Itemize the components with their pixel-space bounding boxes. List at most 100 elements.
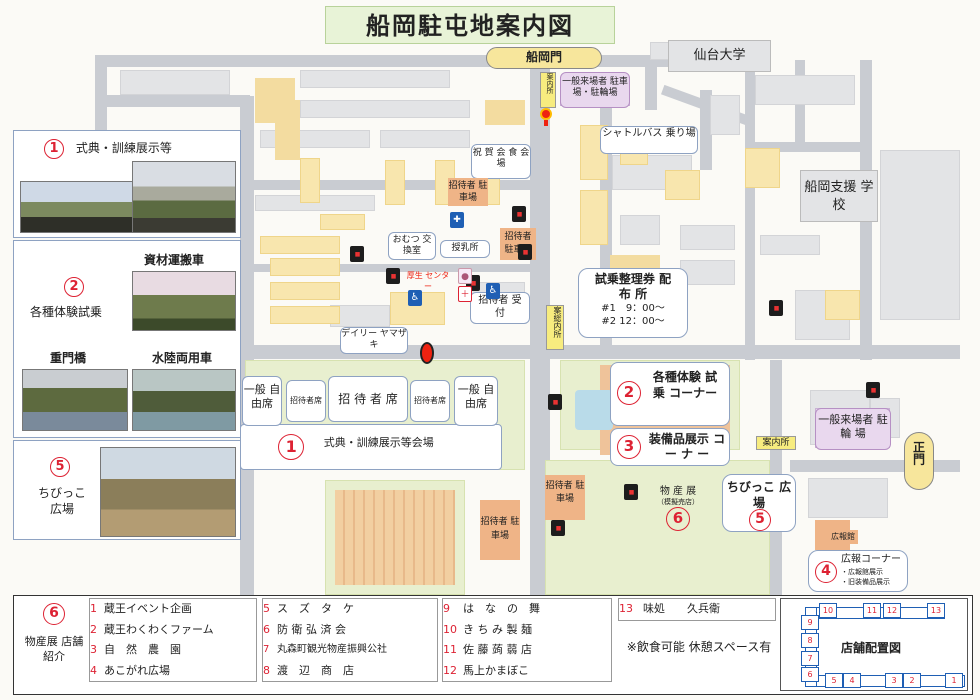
page-title: 船岡駐屯地案内図 — [325, 6, 615, 44]
panel-ceremony: 1 式典・訓練展示等 — [13, 130, 241, 238]
kids-plaza-photo — [100, 447, 236, 537]
ceremony-number: 1 — [278, 434, 305, 460]
ceremony-photo-1 — [20, 181, 140, 233]
panel-ceremony-label: 式典・訓練展示等 — [75, 141, 172, 155]
shop-note: ※飲食可能 休憩スペース有 — [626, 640, 772, 654]
equipment-corner: 3 装備品展示 コ ー ナ ー — [610, 428, 730, 466]
visitor-parking-east-text: 一般来場者 駐 輪 場 — [818, 413, 888, 440]
shop-num: 10 — [443, 622, 457, 636]
shop-name: は な の 舞 — [463, 602, 540, 615]
amphibious-vehicle-photo — [132, 369, 236, 431]
seat-guest-main: 招 待 者 席 — [328, 376, 408, 422]
store-slot-5: 5 — [825, 673, 843, 688]
kids-plaza: ちびっこ 広 場 5 — [722, 474, 804, 532]
guest-parking-4-text: 招待者 駐車場 — [480, 517, 520, 541]
shop-num: 3 — [90, 643, 97, 656]
panel-ceremony-number: 1 — [44, 139, 64, 159]
shop-num: 7 — [263, 644, 270, 655]
panel-ride-cap3: 水陸両用車 — [152, 351, 213, 365]
sendai-univ-label: 仙台大学 — [668, 40, 771, 72]
panel-ride-number: 2 — [64, 277, 84, 297]
shop-section-label: 物産展 店舗紹介 — [24, 635, 84, 663]
pr-corner-sub1: ・広報館展示 — [841, 568, 883, 576]
store-slot-9: 9 — [801, 615, 819, 630]
store-slot-10: 10 — [819, 603, 837, 618]
gate-marker — [540, 108, 552, 126]
shop-name: あこがれ広場 — [104, 663, 170, 677]
toilet-icon — [386, 268, 400, 284]
wheelchair-icon — [486, 283, 500, 299]
shuttle-bus-text: シャトルバス 乗り場 — [602, 128, 696, 139]
products-number: 6 — [666, 507, 690, 531]
panel-kids-number: 5 — [50, 457, 70, 477]
toilet-icon — [350, 246, 364, 262]
seat-guest-a: 招待者席 — [286, 380, 326, 422]
east-info-desk: 案内所 — [756, 436, 796, 450]
main-gate-text: 正門 — [911, 441, 926, 465]
kids-plaza-text: ちびっこ 広 場 — [726, 480, 804, 510]
guest-reception-label: 招待者 受 付 — [470, 292, 532, 324]
shop-name: 佐 藤 蒟 蒻 店 — [463, 643, 532, 656]
welfare-center-label: 厚生 センター — [404, 270, 452, 296]
guest-parking-1-text: 招待者 駐車場 — [448, 181, 488, 203]
ticket-time-2: #2 12：00～ — [601, 316, 665, 327]
shop-num: 13 — [619, 602, 633, 615]
nursing-room-label: 授乳所 — [440, 240, 490, 258]
toilet-icon — [866, 382, 880, 398]
shop-section-number: 6 — [43, 603, 65, 625]
seat-guest-a-text: 招待者席 — [290, 396, 322, 405]
panel-kids-label: ちびっこ 広場 — [37, 486, 86, 516]
daily-yamazaki-label: デイリー ヤマザキ — [340, 327, 408, 354]
visitor-parking-east: 一般来場者 駐 輪 場 — [815, 408, 891, 450]
pr-corner: 4 広報コーナー ・広報館展示 ・旧装備品展示 — [808, 550, 908, 592]
seat-guest-b: 招待者席 — [410, 380, 450, 422]
shop-name: 蔵王イベント企画 — [104, 602, 192, 615]
first-aid-icon: ＋ — [458, 286, 472, 302]
panel-ride-label: 各種体験試乗 — [30, 305, 103, 319]
store-slot-8: 8 — [801, 633, 819, 648]
seat-general-left-text: 一般 自由席 — [243, 383, 281, 410]
products-venue: 物 産 展 （模擬売店） 6 — [640, 482, 716, 531]
shop-num: 9 — [443, 602, 450, 615]
shop-name: 丸森町観光物産振興公社 — [277, 644, 387, 655]
store-layout-map: 店舗配置図 10 11 12 13 9 8 7 6 5 4 3 2 1 — [780, 598, 968, 691]
funaoka-gate-label: 船岡門 — [486, 47, 602, 69]
shop-num: 8 — [263, 663, 270, 677]
shop-name: 自 然 農 園 — [104, 643, 181, 656]
ride-number: 2 — [617, 381, 641, 405]
store-slot-12: 12 — [883, 603, 901, 618]
store-slot-6: 6 — [801, 667, 819, 682]
seat-guest-main-text: 招 待 者 席 — [338, 392, 398, 406]
kids-number: 5 — [749, 509, 771, 531]
main-gate-label: 正門 — [904, 432, 934, 490]
toilet-icon — [518, 244, 532, 260]
store-slot-4: 4 — [843, 673, 861, 688]
shuttle-bus-stop: シャトルバス 乗り場 — [600, 126, 698, 154]
nursing-room-text: 授乳所 — [451, 243, 479, 253]
material-carrier-photo — [132, 271, 236, 331]
guest-parking-3-text: 招待者 駐車場 — [545, 481, 585, 504]
panel-kids: 5 ちびっこ 広場 — [13, 440, 241, 540]
store-slot-13: 13 — [927, 603, 945, 618]
shop-name: 蔵王わくわくファーム — [104, 622, 214, 636]
store-slot-3: 3 — [885, 673, 903, 688]
guest-parking-1: 招待者 駐車場 — [448, 178, 488, 206]
toilet-icon — [512, 206, 526, 222]
seat-general-right-text: 一般 自由席 — [457, 383, 495, 410]
seat-guest-b-text: 招待者席 — [414, 396, 446, 405]
pr-corner-text: 広報コーナー — [841, 554, 901, 565]
shop-num: 5 — [263, 602, 270, 615]
ticket-distribution-box: 試乗整理券 配 布 所 #1 9：00～ #2 12：00～ — [578, 268, 688, 338]
shop-name: 馬上かまぼこ — [463, 663, 529, 677]
wheelchair-icon — [408, 290, 422, 306]
daily-marker — [420, 342, 434, 364]
